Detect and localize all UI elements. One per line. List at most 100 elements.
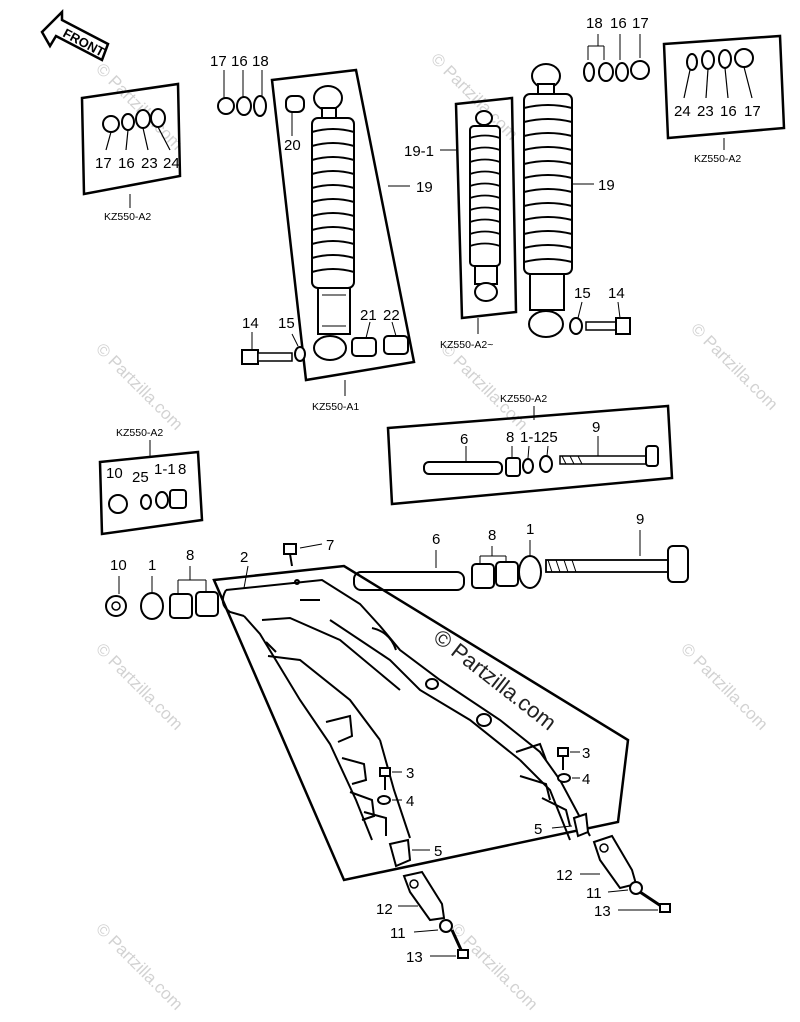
callout-13: 13	[594, 903, 611, 920]
watermark-text: © Partzilla.com	[92, 59, 186, 153]
a2-pivot-right-box	[386, 404, 674, 506]
watermark-text: © Partzilla.com	[447, 919, 541, 1013]
a2-pivot-left-box	[98, 450, 204, 536]
swingarm-frame	[212, 564, 630, 882]
callout-8: 8	[186, 547, 194, 564]
washer-15-right	[569, 317, 583, 335]
callout-6: 6	[432, 531, 440, 548]
callout-7: 7	[326, 537, 334, 554]
bolt-3-right	[557, 747, 580, 770]
shock-absorber-19-1	[469, 110, 501, 302]
a2-top-right-box	[662, 34, 786, 140]
callout-16: 16	[118, 155, 135, 172]
nut-11-right	[629, 881, 643, 895]
callout-14: 14	[608, 285, 625, 302]
variant-note-a1: KZ550-A1	[312, 401, 359, 413]
callout-5: 5	[434, 843, 442, 860]
callout-22: 22	[383, 307, 400, 324]
callout-17: 17	[744, 103, 761, 120]
callout-4: 4	[582, 771, 590, 788]
callout-16: 16	[231, 53, 248, 70]
callout-15: 15	[574, 285, 591, 302]
callout-14: 14	[242, 315, 259, 332]
callout-1-1: 1-1	[520, 429, 542, 446]
shock-washers-left	[217, 95, 267, 117]
callout-10: 10	[106, 465, 123, 482]
callout-5: 5	[534, 821, 542, 838]
callout-17: 17	[95, 155, 112, 172]
seal-1-right	[518, 555, 542, 589]
callout-9: 9	[592, 419, 600, 436]
swingarm-2	[221, 578, 591, 841]
bolt-13-right	[618, 890, 671, 913]
nut-11-left	[439, 919, 453, 933]
callout-24: 24	[674, 103, 691, 120]
callout-20: 20	[284, 137, 301, 154]
washer-15-left	[294, 346, 306, 362]
bearings-8-left	[169, 591, 219, 619]
callout-23: 23	[697, 103, 714, 120]
callout-1-1: 1-1	[154, 461, 176, 478]
seal-1-left	[140, 592, 164, 620]
callout-18: 18	[252, 53, 269, 70]
front-arrow-icon: FRONT	[40, 8, 110, 62]
callout-6: 6	[460, 431, 468, 448]
bracket-5-right	[551, 812, 590, 838]
callout-11: 11	[586, 885, 602, 902]
shock-washers-right	[583, 34, 650, 82]
callout-16: 16	[720, 103, 737, 120]
washer-4-left	[377, 795, 391, 805]
callout-25: 25	[132, 469, 149, 486]
callout-12: 12	[376, 901, 393, 918]
callout-19-1: 19-1	[404, 143, 434, 160]
a1-shock-frame	[270, 68, 416, 382]
bolt-14-right	[585, 301, 631, 335]
bearings-8-right	[471, 561, 519, 589]
watermark-text: © Partzilla.com	[687, 319, 781, 413]
callout-10: 10	[110, 557, 127, 574]
pivot-bolt-9	[545, 545, 689, 583]
callout-8: 8	[178, 461, 186, 478]
bushings-21-22	[351, 321, 409, 357]
variant-note-a2-shock: KZ550-A2~	[440, 339, 493, 351]
watermark-text: © Partzilla.com	[92, 339, 186, 433]
callout-16: 16	[610, 15, 627, 32]
callout-2: 2	[240, 549, 248, 566]
callout-17: 17	[210, 53, 227, 70]
watermark-main: © Partzilla.com	[429, 624, 561, 735]
callout-18: 18	[586, 15, 603, 32]
adjuster-12-right	[580, 834, 638, 890]
callout-8: 8	[506, 429, 514, 446]
nut-10	[105, 595, 127, 617]
callout-15: 15	[278, 315, 295, 332]
variant-note-a2-top-right: KZ550-A2	[694, 153, 741, 165]
callout-23: 23	[141, 155, 158, 172]
bolt-13-left	[430, 929, 469, 959]
callout-19: 19	[416, 179, 433, 196]
bolt-3-left	[379, 767, 402, 790]
callout-9: 9	[636, 511, 644, 528]
a2-shock-frame	[454, 96, 518, 320]
cap-part-20	[285, 95, 305, 136]
washer-4-right	[557, 773, 571, 783]
variant-note-a2-pivot-right: KZ550-A2	[500, 393, 547, 405]
watermark-text: © Partzilla.com	[92, 919, 186, 1013]
a2-top-left-box	[80, 82, 182, 196]
callout-19: 19	[598, 177, 615, 194]
shock-absorber-19-right	[523, 63, 573, 338]
variant-note-a2-top-left: KZ550-A2	[104, 211, 151, 223]
callout-17: 17	[632, 15, 649, 32]
adjuster-12-left	[398, 870, 446, 922]
pivot-sleeve-6	[353, 571, 465, 591]
bracket-5-left	[388, 838, 430, 868]
callout-1: 1	[148, 557, 156, 574]
shock-absorber-a1	[311, 85, 355, 361]
callout-3: 3	[406, 765, 414, 782]
watermark-text: © Partzilla.com	[92, 639, 186, 733]
callout-8: 8	[488, 527, 496, 544]
callout-3: 3	[582, 745, 590, 762]
callout-1: 1	[526, 521, 534, 538]
grease-fitting-7	[283, 543, 323, 567]
callout-12: 12	[556, 867, 573, 884]
